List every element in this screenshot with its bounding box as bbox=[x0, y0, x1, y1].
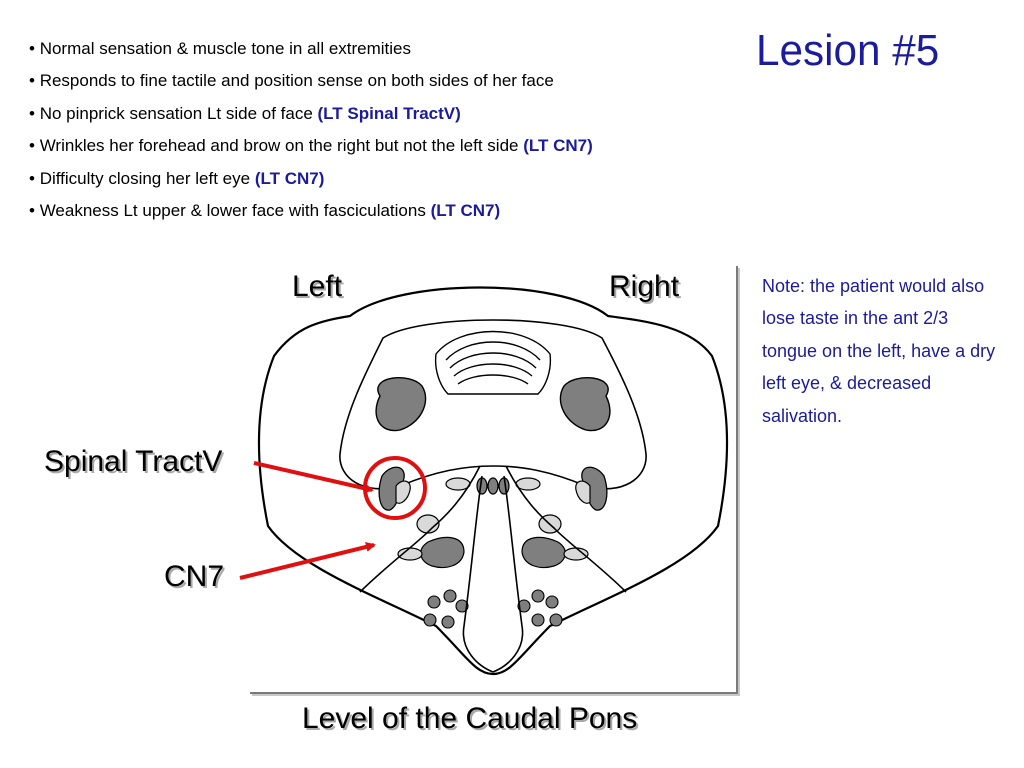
right-corticospinal-tract bbox=[517, 589, 563, 627]
lesion-tag: (LT CN7) bbox=[523, 136, 593, 156]
slide-title: Lesion #5 bbox=[756, 26, 940, 75]
figure-caption: Level of the Caudal Pons bbox=[302, 702, 638, 735]
right-cerebellar-peduncle bbox=[559, 377, 611, 432]
symptom-text: Weakness Lt upper & lower face with fasc… bbox=[39, 201, 431, 221]
left-spinal-nucleus-v bbox=[395, 480, 411, 504]
left-cerebellar-peduncle bbox=[375, 377, 427, 432]
left-corticospinal-tract bbox=[423, 589, 469, 629]
pons-cross-section-figure bbox=[250, 266, 738, 694]
right-cn7-fibers bbox=[505, 465, 627, 593]
lesion-tag: (LT CN7) bbox=[430, 201, 501, 221]
pons-cross-section-diagram bbox=[257, 286, 729, 676]
bullet-marker: • bbox=[29, 136, 35, 156]
symptom-text: Responds to fine tactile and position se… bbox=[39, 71, 554, 91]
symptom-list: • Normal sensation & muscle tone in all … bbox=[29, 33, 593, 227]
symptom-item: • Wrinkles her forehead and brow on the … bbox=[29, 130, 593, 162]
tegmentum-outline bbox=[339, 319, 647, 490]
bullet-marker: • bbox=[29, 71, 35, 91]
lesion-tag: (LT Spinal TractV) bbox=[317, 103, 461, 123]
symptom-item: • No pinprick sensation Lt side of face … bbox=[29, 98, 593, 130]
symptom-item: • Difficulty closing her left eye (LT CN… bbox=[29, 163, 593, 195]
right-side-label: Right bbox=[609, 270, 680, 303]
left-cn7-fibers bbox=[359, 465, 481, 593]
symptom-item: • Responds to fine tactile and position … bbox=[29, 65, 593, 97]
bullet-marker: • bbox=[29, 103, 35, 123]
symptom-text: Wrinkles her forehead and brow on the ri… bbox=[39, 136, 524, 156]
symptom-text: Normal sensation & muscle tone in all ex… bbox=[39, 39, 412, 58]
bullet-marker: • bbox=[29, 201, 35, 221]
lesion-tag: (LT CN7) bbox=[254, 168, 325, 188]
midline-structure bbox=[487, 477, 499, 495]
symptom-item: • Normal sensation & muscle tone in all … bbox=[29, 33, 593, 65]
spinal-tract-v-label: Spinal TractV bbox=[44, 445, 223, 478]
fourth-ventricle bbox=[434, 330, 552, 395]
symptom-item: • Weakness Lt upper & lower face with fa… bbox=[29, 195, 593, 227]
right-spinal-nucleus-v bbox=[575, 480, 591, 504]
bullet-marker: • bbox=[29, 39, 35, 58]
left-medial-lemniscus bbox=[420, 536, 465, 569]
clinical-note: Note: the patient would also lose taste … bbox=[762, 276, 996, 426]
bullet-marker: • bbox=[29, 168, 35, 188]
symptom-text: No pinprick sensation Lt side of face bbox=[39, 103, 318, 123]
symptom-text: Difficulty closing her left eye bbox=[39, 168, 255, 188]
right-medial-lemniscus bbox=[521, 536, 566, 569]
cn7-label: CN7 bbox=[164, 560, 225, 593]
left-side-label: Left bbox=[292, 270, 343, 303]
